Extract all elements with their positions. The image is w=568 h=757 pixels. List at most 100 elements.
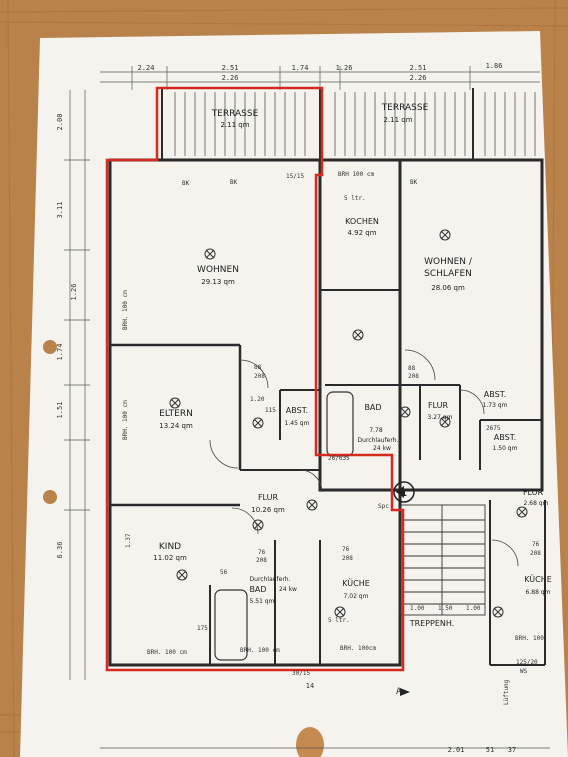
section-marker-number: 1 [401, 489, 407, 499]
bad-right-heater: Durchlauferh. [358, 437, 399, 444]
room-area-kochen: 4.92 qm [347, 229, 376, 237]
paper-notch [296, 727, 324, 757]
room-name2-wohnen-schlafen: SCHLAFEN [424, 269, 472, 279]
label-ltr-kochen: 5 ltr. [344, 195, 366, 202]
room-area-terrasse-left: 2.11 qm [220, 121, 249, 129]
room-name-bad-left: BAD [249, 585, 266, 594]
label-bk-2: BK [230, 179, 238, 186]
room-name-flur-far: FLUR [523, 488, 544, 497]
room-name-bad-right: BAD [364, 403, 381, 412]
dim-bottom-4: 37 [508, 746, 516, 754]
room-area-abst-left: 1.45 qm [285, 420, 310, 427]
room-area-flur-left: 10.26 qm [251, 506, 285, 514]
terrace-railing-right [334, 92, 536, 156]
room-area-flur-right: 3.27 qm [428, 414, 453, 421]
dim-76-a: 76 [258, 549, 266, 556]
label-brh-wohnen: BRH. 100 cm [122, 290, 129, 330]
room-area-flur-far: 2.68 qm [524, 500, 549, 507]
room-name-kind: KIND [159, 542, 181, 552]
dim-left-4: 1.74 [56, 344, 64, 361]
dim-208-d: 208 [342, 555, 353, 562]
room-area-kueche-left: 7.02 qm [344, 593, 369, 600]
punch-hole [43, 490, 57, 504]
label-spc: Spc [378, 503, 389, 510]
label-treppenh: TREPPENH. [409, 619, 455, 628]
label-brh-kueche: BRH. 100cm [340, 645, 377, 652]
dim-top-1: 2.24 [138, 64, 155, 72]
dim-2675: 2675 [486, 425, 501, 432]
door-swings [209, 349, 519, 567]
bad-left-heater: Durchlauferh. [250, 576, 291, 583]
bad-left-heater-kw: 24 kw [279, 586, 297, 593]
punch-hole [43, 340, 57, 354]
room-name-terrasse-right: TERRASSE [381, 103, 429, 113]
dim-76-b: 76 [342, 546, 350, 553]
room-name-abst-left: ABST. [286, 406, 308, 415]
dim-bottom-1: 14 [306, 682, 314, 690]
dimension-lines [64, 66, 550, 749]
room-name-abst-right-mid: ABST. [494, 433, 516, 442]
dim-76-c: 76 [532, 541, 540, 548]
room-area-abst-right-top: 1.73 qm [483, 402, 508, 409]
staircase [399, 504, 486, 616]
room-name-kochen: KOCHEN [345, 217, 379, 226]
dim-left-2: 3.11 [56, 202, 64, 219]
room-name-wohnen: WOHNEN [197, 265, 239, 275]
dim-56: 56 [220, 569, 228, 576]
dim-208-b: 208 [408, 373, 419, 380]
label-bk-1: BK [182, 180, 190, 187]
label-brh-kochen: BRH 100 cm [338, 171, 375, 178]
dim-left-6: 6.36 [56, 542, 64, 559]
dim-208-e: 208 [530, 550, 541, 557]
room-name-flur-right: FLUR [428, 401, 449, 410]
bad-right-heater-kw: 24 kw [373, 445, 391, 452]
dim-bottom-3: 51 [486, 746, 494, 754]
dim-top-6: 1.86 [486, 62, 503, 70]
room-area-kueche-far: 6.88 qm [526, 589, 551, 596]
dim-top-sub-1: 2.26 [222, 74, 239, 82]
dim-208-a: 208 [254, 373, 265, 380]
dim-88-a: 88 [254, 364, 262, 371]
dim-top-4: 1.26 [336, 64, 353, 72]
room-area-terrasse-right: 2.11 qm [383, 116, 412, 124]
walls [108, 87, 546, 667]
room-area-bad-left: 5.51 qm [250, 598, 275, 605]
room-name-eltern: ELTERN [159, 409, 193, 419]
dim-1-37: 1.37 [125, 533, 132, 548]
room-area-kind: 11.02 qm [153, 554, 187, 562]
label-ws: WS [520, 668, 528, 675]
dim-left-1: 2.00 [56, 114, 64, 131]
dim-top-3: 1.74 [292, 64, 309, 72]
room-area-wohnen-schlafen: 28.06 qm [431, 284, 465, 292]
room-name-flur-left: FLUR [258, 493, 279, 502]
room-name-abst-right-top: ABST. [484, 390, 506, 399]
dim-top-sub-2: 2.26 [410, 74, 427, 82]
room-name-terrasse-left: TERRASSE [211, 109, 259, 119]
label-section-a: A [396, 687, 402, 697]
dim-115: 115 [265, 407, 276, 414]
dim-15-15: 15/15 [286, 173, 304, 180]
section-marker [393, 481, 415, 696]
dim-175: 175 [197, 625, 208, 632]
room-area-eltern: 13.24 qm [159, 422, 193, 430]
dim-1-20: 1.20 [250, 396, 265, 403]
room-name-wohnen-schlafen: WOHNEN / [424, 257, 473, 267]
dim-26-635: 26/635 [328, 455, 350, 462]
label-luftung: Lüftung [503, 679, 510, 705]
dim-125-20: 125/20 [516, 659, 538, 666]
highlight-outline [105, 86, 405, 672]
label-brh-far: BRH. 100 [515, 635, 544, 642]
room-area-wohnen: 29.13 qm [201, 278, 235, 286]
label-brh-bad: BRH. 100 cm [240, 647, 280, 654]
dim-1-50: 1.50 [438, 605, 453, 612]
label-brh-eltern: BRH. 100 cm [122, 400, 129, 440]
label-bk-3: BK [410, 179, 418, 186]
dim-208-c: 208 [256, 557, 267, 564]
room-name-kueche-left: KÜCHE [342, 578, 370, 588]
ceiling-light-icons [169, 229, 528, 618]
dim-88-b: 88 [408, 365, 416, 372]
dim-1-00-b: 1.00 [466, 605, 481, 612]
dim-bottom-2: 2.01 [448, 746, 465, 754]
paper-sheet [20, 31, 568, 757]
